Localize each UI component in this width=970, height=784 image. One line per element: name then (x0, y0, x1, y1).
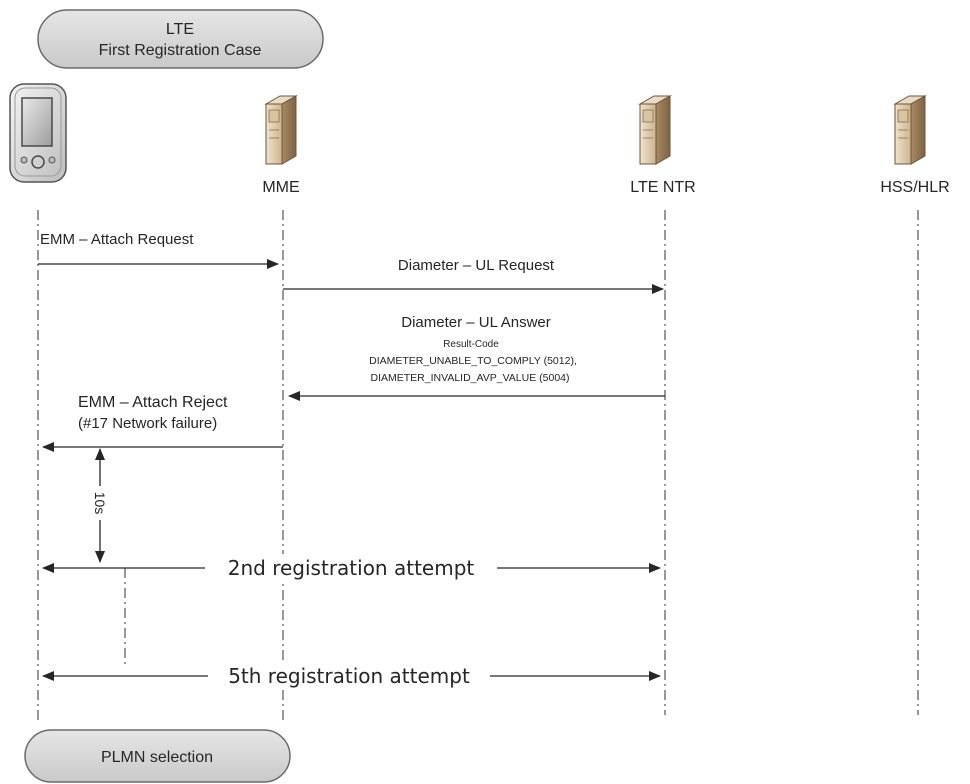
ul-answer-label: Diameter – UL Answer (401, 314, 551, 331)
network-failure-label: (#17 Network failure) (78, 415, 217, 432)
plmn-selection-box: PLMN selection (24, 729, 291, 783)
unable-to-comply-label: DIAMETER_UNABLE_TO_COMPLY (5012), (369, 355, 577, 367)
mme-server-icon (264, 95, 298, 165)
message-ul-request: Diameter – UL Request (283, 257, 664, 294)
attempt-2nd-label: 2nd registration attempt (228, 556, 475, 580)
title-line-1: LTE (166, 21, 194, 38)
attach-request-label: EMM – Attach Request (40, 231, 194, 248)
timer-10s: 10s (90, 448, 110, 563)
plmn-selection-label: PLMN selection (101, 749, 213, 766)
timer-label: 10s (92, 492, 108, 515)
lifelines (37, 210, 919, 720)
participant-label-lte-ntr: LTE NTR (630, 179, 695, 196)
ul-request-label: Diameter – UL Request (398, 257, 555, 274)
lte-ntr-server-icon (638, 95, 672, 165)
message-attach-request: EMM – Attach Request (38, 231, 279, 269)
participant-label-mme: MME (262, 179, 299, 196)
participant-label-hss-hlr: HSS/HLR (880, 179, 949, 196)
message-ul-answer: Diameter – UL Answer Result-Code DIAMETE… (288, 314, 665, 401)
attempt-2nd: 2nd registration attempt (42, 554, 661, 582)
title-line-2: First Registration Case (99, 42, 262, 59)
attempt-5th-label: 5th registration attempt (228, 664, 470, 688)
phone-icon (9, 83, 67, 183)
attempt-5th: 5th registration attempt (42, 662, 661, 690)
hss-hlr-server-icon (893, 95, 927, 165)
title-box: LTE First Registration Case (37, 9, 324, 69)
message-attach-reject: EMM – Attach Reject (#17 Network failure… (42, 394, 283, 452)
result-code-label: Result-Code (443, 339, 499, 350)
attach-reject-label: EMM – Attach Reject (78, 394, 228, 411)
invalid-avp-label: DIAMETER_INVALID_AVP_VALUE (5004) (371, 372, 570, 384)
